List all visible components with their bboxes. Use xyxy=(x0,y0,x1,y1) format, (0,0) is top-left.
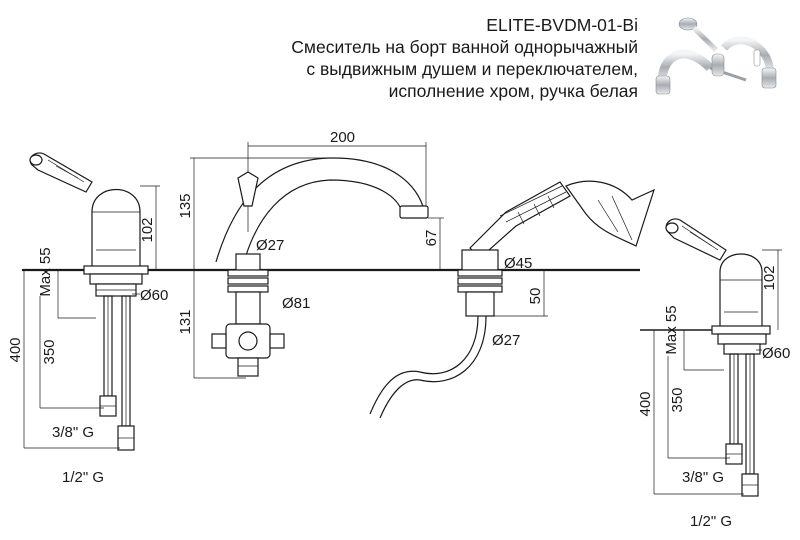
shower-base-dia: Ø45 xyxy=(504,255,532,272)
left-max-deck: Max 55 xyxy=(37,247,54,296)
spout-dimensions: 135 200 67 Ø27 Ø81 131 xyxy=(177,129,444,379)
model-code: ELITE-BVDM-01-Bi xyxy=(486,15,638,35)
shower-dimensions: Ø45 50 Ø27 xyxy=(492,255,548,349)
right-dimensions: 102 Max 55 Ø60 350 400 3/8" G 1/2" G xyxy=(637,249,790,530)
left-handle-height: 102 xyxy=(139,217,156,242)
left-thread-small: 3/8" G xyxy=(52,424,94,441)
spout xyxy=(211,157,429,377)
spout-height: 135 xyxy=(177,193,194,218)
product-photo xyxy=(655,17,777,95)
shower-below: 50 xyxy=(527,288,544,305)
left-thread-large: 1/2" G xyxy=(62,469,104,486)
spout-flange-dia: Ø81 xyxy=(282,295,310,312)
left-flange-dia: Ø60 xyxy=(140,287,168,304)
description-line-2: с выдвижным душем и переключателем, xyxy=(306,59,638,79)
below-deck-center: 131 xyxy=(177,309,194,334)
product-header: ELITE-BVDM-01-Bi Смеситель на борт ванно… xyxy=(291,14,638,102)
right-handle-height: 102 xyxy=(761,265,778,290)
shower-hose-dia: Ø27 xyxy=(492,332,520,349)
left-total-length: 400 xyxy=(7,337,24,362)
right-hose-length: 350 xyxy=(669,387,686,412)
right-max-deck: Max 55 xyxy=(663,305,680,354)
left-dimensions: 102 Max 55 Ø60 350 400 3/8" G 1/2" G xyxy=(7,185,168,486)
spout-base-dia: Ø27 xyxy=(256,237,284,254)
description-line-1: Смеситель на борт ванной однорычажный xyxy=(291,37,638,57)
left-hose-length: 350 xyxy=(41,339,58,364)
spout-outlet: 67 xyxy=(423,230,440,247)
hand-shower xyxy=(369,180,655,419)
right-total-length: 400 xyxy=(637,391,654,416)
right-mixer xyxy=(665,218,771,497)
left-mixer xyxy=(29,152,149,451)
right-thread-small: 3/8" G xyxy=(682,469,724,486)
right-thread-large: 1/2" G xyxy=(690,513,732,530)
spout-width: 200 xyxy=(330,129,355,146)
description-line-3: исполнение хром, ручка белая xyxy=(388,81,638,101)
right-flange-dia: Ø60 xyxy=(762,345,790,362)
